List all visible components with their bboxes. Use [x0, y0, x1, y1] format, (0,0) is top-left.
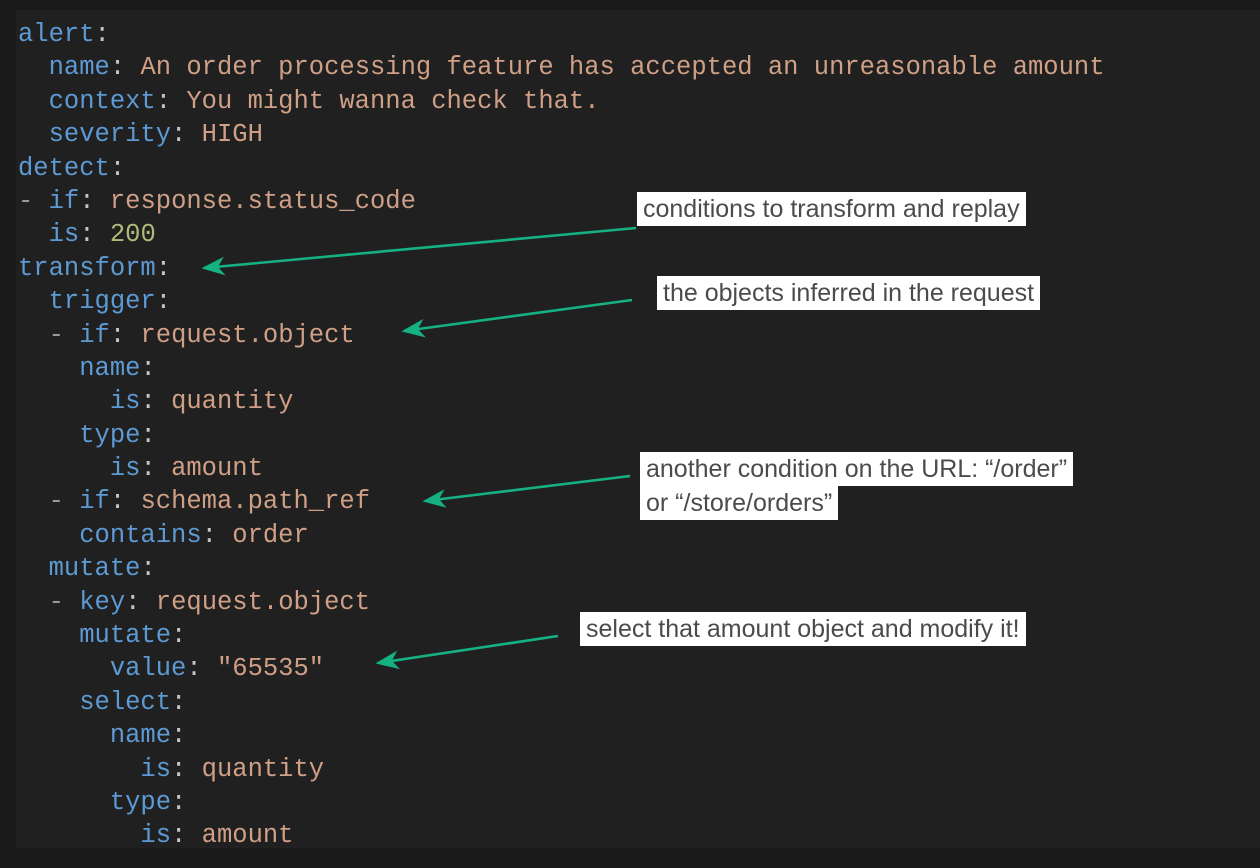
code-line: trigger: [48, 287, 172, 317]
annotation-label: select that amount object and modify it! [580, 612, 1026, 646]
code-line: context: You might wanna check that. [48, 86, 600, 116]
annotation-label-line: or “/store/orders” [640, 486, 839, 520]
code-line: - if: schema.path_ref [48, 487, 371, 517]
code-line: is: 200 [48, 220, 156, 250]
code-line: contains: order [79, 520, 309, 550]
annotation-label: another condition on the URL: “/order”or… [640, 452, 1074, 520]
code-line: type: [79, 420, 156, 450]
code-line: is: amount [140, 821, 294, 848]
code-line: is: quantity [140, 754, 325, 784]
code-line: select: [79, 687, 187, 717]
yaml-code-block[interactable]: alert: name: An order processing feature… [16, 10, 1260, 848]
code-line: - if: response.status_code [18, 186, 416, 216]
code-line: is: quantity [109, 387, 294, 417]
code-line: value: "65535" [109, 654, 325, 684]
code-line: severity: HIGH [48, 120, 263, 150]
code-line: transform: [18, 253, 172, 283]
code-line: - key: request.object [48, 587, 371, 617]
code-line: name: [109, 721, 187, 751]
annotation-label: conditions to transform and replay [637, 192, 1026, 226]
code-line: alert: [18, 20, 110, 49]
code-line: mutate: [79, 621, 187, 651]
code-lines-container: alert: name: An order processing feature… [16, 18, 1260, 848]
code-line: type: [109, 787, 187, 817]
code-line: mutate: [48, 554, 156, 584]
code-line: name: An order processing feature has ac… [48, 53, 1105, 83]
code-line: - if: request.object [48, 320, 355, 350]
code-line: is: amount [109, 454, 263, 484]
code-line: detect: [18, 153, 126, 183]
annotation-label-line: another condition on the URL: “/order” [640, 452, 1074, 486]
annotation-label: the objects inferred in the request [657, 276, 1041, 310]
code-line: name: [79, 353, 156, 383]
